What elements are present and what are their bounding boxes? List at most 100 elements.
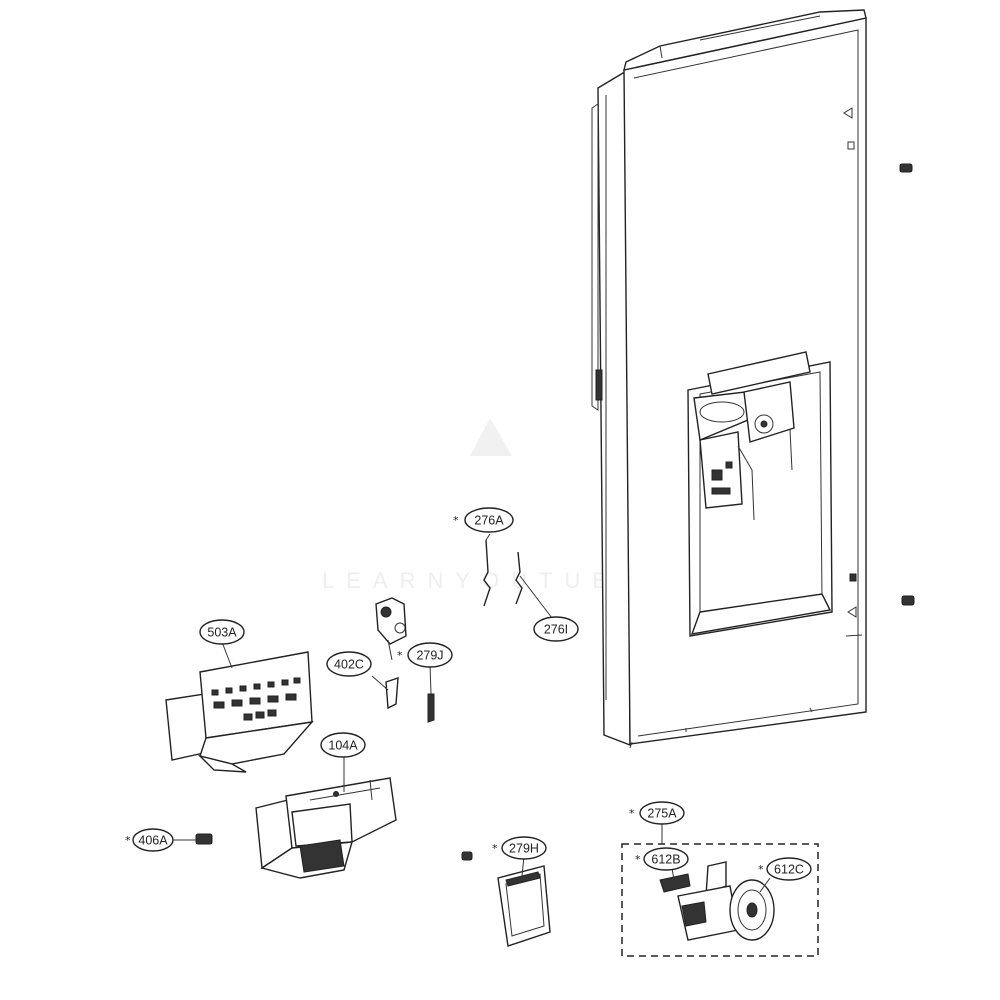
part-402C-clip (385, 677, 399, 710)
part-279J-pin (427, 693, 435, 723)
callout-bubble (407, 642, 453, 668)
hinge-bracket-hole-1 (380, 606, 392, 618)
callout-bubble (199, 619, 245, 645)
dispenser-gear (754, 414, 774, 434)
housing-ribs (309, 779, 381, 801)
callout-label: 276A (474, 514, 504, 528)
door-top-detail (659, 15, 821, 59)
callout-612C[interactable]: * 612C (758, 857, 812, 881)
hinge-screw-top (899, 163, 913, 173)
panel-button (239, 685, 247, 692)
callout-bubble (320, 732, 366, 758)
hinge-bracket-pin (387, 639, 393, 661)
panel-base (197, 754, 247, 773)
callout-406A[interactable]: * 406A (125, 828, 174, 852)
assembly-dashed-box (621, 843, 819, 957)
callout-bubble (132, 828, 174, 852)
board-chip-2 (725, 461, 733, 469)
part-406A-screw-icon (195, 833, 213, 845)
panel-button (255, 711, 265, 719)
callout-label: 276I (544, 623, 568, 637)
hinge-bracket-body (375, 597, 407, 645)
panel-button (285, 693, 297, 701)
leader-402C (371, 675, 389, 691)
asterisk-marker: * (125, 834, 131, 847)
asterisk-marker: * (492, 842, 498, 855)
callout-276A[interactable]: * 276A (453, 507, 514, 533)
asterisk-marker: * (453, 514, 459, 527)
door-marker-triangle-bottom (847, 606, 857, 618)
panel-buttons (211, 677, 301, 721)
asterisk-marker: * (635, 853, 641, 866)
callout-bubble (643, 847, 689, 871)
panel-button (281, 679, 289, 686)
motor-hub (746, 902, 758, 918)
panel-button (267, 681, 275, 688)
panel-button (249, 697, 261, 705)
callout-402C[interactable]: 402C (326, 651, 372, 677)
door-marker-square-top (847, 141, 855, 150)
watermark: LEARNYOUTUBE (322, 418, 634, 593)
dispenser-gear-hub (760, 420, 768, 428)
panel-button (243, 713, 253, 721)
refrigerator-door (591, 9, 867, 749)
callout-279H[interactable]: * 279H (492, 836, 547, 860)
hinge-bracket-hole-2 (394, 622, 406, 634)
door-hinge-strip (591, 103, 599, 411)
callout-label: 104A (328, 739, 358, 753)
part-612B-switch (659, 873, 691, 893)
solenoid-core (681, 901, 707, 927)
leader-279J (429, 663, 432, 695)
motor-inner-ring (737, 889, 767, 931)
callout-503A[interactable]: 503A (199, 619, 245, 645)
callout-612B[interactable]: * 612B (635, 847, 689, 871)
panel-button (267, 695, 279, 703)
callout-label: 612C (774, 863, 804, 877)
callout-275A[interactable]: * 275A (629, 801, 685, 825)
callout-label: 275A (647, 807, 677, 821)
callout-label: 402C (334, 658, 364, 672)
callout-label: 612B (651, 853, 680, 867)
callout-bubble (766, 857, 812, 881)
leader-276I (519, 575, 553, 619)
callout-label: 503A (207, 626, 237, 640)
part-279J (427, 663, 435, 723)
dispenser-drip-tray (690, 593, 832, 635)
part-275A-assembly (621, 822, 819, 957)
panel-button (225, 687, 233, 694)
panel-button (211, 689, 219, 696)
board-chip-1 (711, 469, 723, 481)
callout-276I[interactable]: 276I (533, 616, 579, 642)
screw-top-icon (899, 163, 913, 173)
leader-612C (759, 877, 771, 893)
screw-bottom-icon (901, 595, 915, 606)
asterisk-marker: * (758, 863, 764, 876)
dispenser-hinge-bracket (375, 597, 407, 661)
callout-104A[interactable]: 104A (320, 732, 366, 758)
board-connector (711, 487, 731, 495)
panel-button (293, 677, 301, 684)
callout-279J[interactable]: * 279J (397, 642, 453, 668)
door-bottom-marks (629, 707, 813, 749)
dispenser-motor-housing (743, 381, 795, 443)
dispenser-top-bracket (707, 351, 811, 395)
part-279H-cover (497, 855, 551, 947)
panel-button (231, 699, 243, 707)
spring-right (515, 551, 523, 605)
callout-bubble (639, 801, 685, 825)
door-latch (595, 369, 603, 401)
panel-button (213, 701, 225, 709)
cover-top-tab (505, 871, 541, 887)
dispenser-wiring (737, 429, 793, 521)
hinge-screw-bottom (901, 595, 915, 606)
callout-label: 279H (509, 842, 539, 856)
door-marker-line (845, 634, 863, 637)
housing-screw-hole (333, 791, 339, 797)
callout-bubble (326, 651, 372, 677)
watermark-logo-icon (470, 418, 512, 456)
part-276A-spring (483, 539, 523, 607)
leader-276A (485, 533, 491, 541)
screw-small-icon (461, 851, 473, 861)
